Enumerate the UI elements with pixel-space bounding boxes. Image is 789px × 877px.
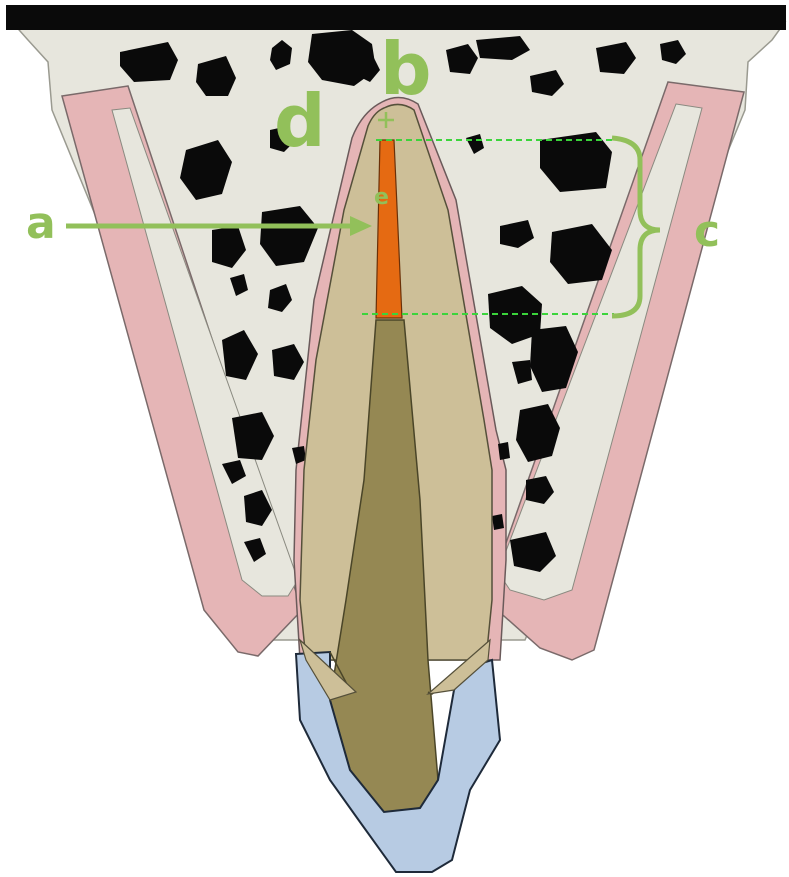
label-a: a xyxy=(26,198,56,249)
label-d: d xyxy=(274,79,326,163)
label-c: c xyxy=(694,206,720,257)
label-e: e xyxy=(374,185,389,210)
label-b: b xyxy=(380,27,432,111)
